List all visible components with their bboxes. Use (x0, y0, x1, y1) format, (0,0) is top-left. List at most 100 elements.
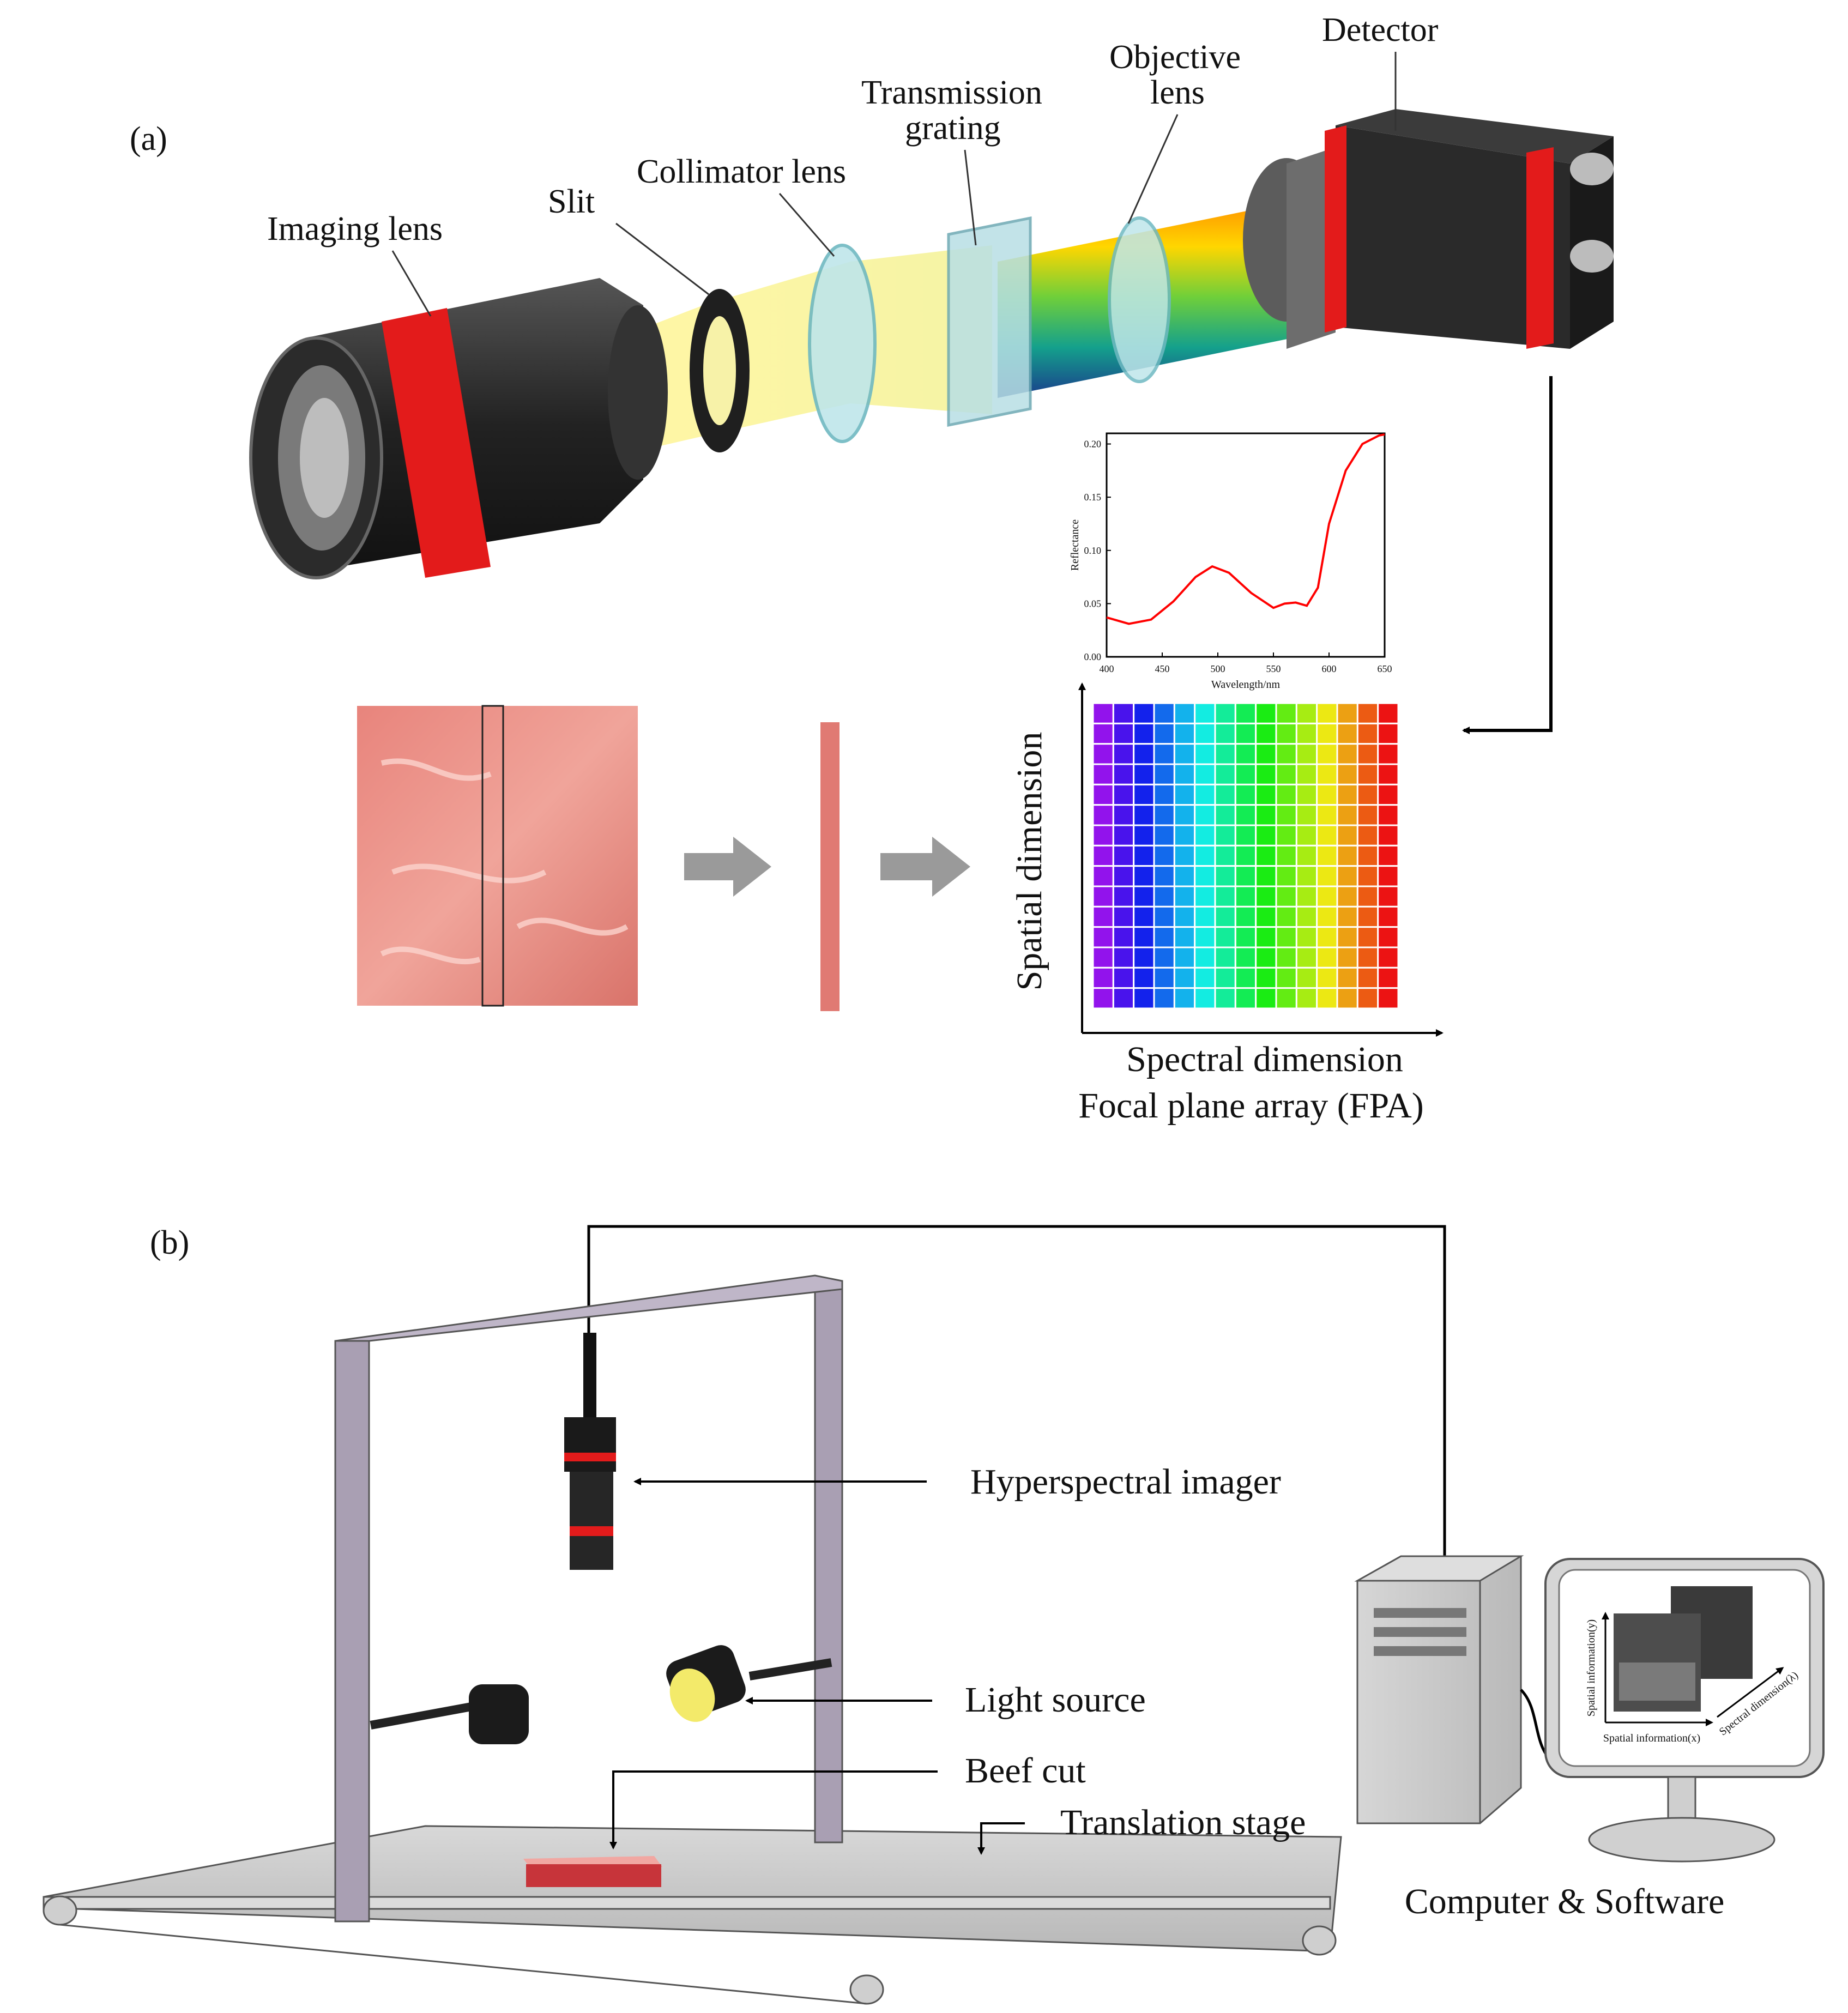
chart-y-tick-label: 0.15 (1084, 492, 1102, 503)
label-translation-stage: Translation stage (1060, 1803, 1306, 1842)
fpa-cell (1194, 783, 1216, 806)
fpa-cell (1255, 865, 1277, 887)
fpa-cell (1173, 743, 1196, 765)
fpa-cell (1255, 722, 1277, 745)
fpa-cell (1255, 926, 1277, 948)
fpa-cell (1377, 804, 1399, 826)
fpa-cell (1275, 844, 1297, 867)
reflectance-series-line (1106, 433, 1385, 625)
fpa-cell (1153, 905, 1175, 928)
fpa-cell (1092, 885, 1114, 908)
leader-objective-lens (1127, 114, 1179, 224)
fpa-cell (1255, 824, 1277, 847)
fpa-cell (1194, 885, 1216, 908)
fpa-cell (1194, 926, 1216, 948)
fpa-cell (1275, 702, 1297, 724)
fpa-cell (1194, 763, 1216, 785)
fpa-cell (1092, 763, 1114, 785)
fpa-cell (1153, 743, 1175, 765)
fpa-cell (1356, 885, 1379, 908)
fpa-cell (1214, 722, 1236, 745)
fpa-cell (1234, 946, 1257, 969)
fpa-cell (1275, 987, 1297, 1009)
beef-cut (523, 1856, 662, 1887)
fpa-cell (1377, 824, 1399, 847)
fpa-cell (1133, 946, 1155, 969)
fpa-cell (1153, 824, 1175, 847)
fpa-cell (1275, 966, 1297, 989)
fpa-cell (1295, 702, 1318, 724)
label-transmission-grating-2: grating (905, 110, 1001, 147)
chart-x-tick-label: 550 (1266, 663, 1281, 674)
fpa-cell (1295, 824, 1318, 847)
fpa-cell (1336, 783, 1358, 806)
fpa-cell (1112, 804, 1135, 826)
fpa-cell (1153, 763, 1175, 785)
label-detector: Detector (1322, 11, 1439, 49)
label-light-source: Light source (965, 1680, 1146, 1720)
fpa-cell (1295, 743, 1318, 765)
label-hyperspectral-imager: Hyperspectral imager (970, 1462, 1281, 1502)
monitor: Spatial information(y) Spatial informati… (1544, 1558, 1825, 1863)
chart-y-tick-label: 0.20 (1084, 439, 1102, 450)
fpa-cell (1214, 926, 1236, 948)
label-imaging-lens: Imaging lens (267, 210, 443, 247)
light-source-left (370, 1684, 529, 1744)
fpa-cell (1173, 783, 1196, 806)
fpa-y-label: Spatial dimension (1010, 732, 1049, 991)
chart-x-tick-label: 650 (1378, 663, 1392, 674)
fpa-cell (1214, 824, 1236, 847)
process-arrow-2 (880, 837, 970, 897)
panel-a-tag: (a) (130, 120, 167, 158)
fpa-cell (1336, 722, 1358, 745)
fpa-cell (1295, 804, 1318, 826)
fpa-cell (1356, 783, 1379, 806)
fpa-cell (1112, 885, 1135, 908)
fpa-cell (1112, 844, 1135, 867)
fpa-cell (1336, 926, 1358, 948)
fpa-cell (1356, 905, 1379, 928)
meat-sample-image (357, 706, 638, 1006)
fpa-cell (1234, 804, 1257, 826)
fpa-cell (1255, 763, 1277, 785)
fpa-cell (1275, 743, 1297, 765)
fpa-cell (1092, 722, 1114, 745)
fpa-cell (1377, 966, 1399, 989)
fpa-cell (1336, 885, 1358, 908)
fpa-cell (1234, 865, 1257, 887)
fpa-cell (1255, 702, 1277, 724)
fpa-cell (1234, 987, 1257, 1009)
fpa-cell (1316, 885, 1338, 908)
label-objective-lens-2: lens (1150, 74, 1205, 111)
chart-x-tick-label: 450 (1155, 663, 1170, 674)
label-slit: Slit (548, 183, 595, 220)
focal-plane-array (1092, 702, 1399, 1009)
fpa-cell (1214, 804, 1236, 826)
monitor-axis-x: Spatial information(x) (1603, 1732, 1700, 1744)
fpa-cell (1316, 865, 1338, 887)
fpa-cell (1112, 946, 1135, 969)
fpa-cell (1153, 885, 1175, 908)
label-beef-cut: Beef cut (965, 1751, 1086, 1791)
fpa-cell (1356, 926, 1379, 948)
fpa-cell (1214, 946, 1236, 969)
fpa-cell (1173, 966, 1196, 989)
fpa-cell (1173, 702, 1196, 724)
fpa-cell (1255, 966, 1277, 989)
chart-y-tick-label: 0.10 (1084, 545, 1102, 556)
chart-y-tick-label: 0.05 (1084, 598, 1102, 609)
fpa-cell (1112, 722, 1135, 745)
light-source-right (666, 1645, 832, 1722)
fpa-cell (1255, 987, 1277, 1009)
fpa-cell (1255, 804, 1277, 826)
fpa-cell (1356, 946, 1379, 969)
fpa-cell (1377, 885, 1399, 908)
fpa-cell (1234, 844, 1257, 867)
fpa-cell (1173, 987, 1196, 1009)
fpa-cell (1295, 987, 1318, 1009)
fpa-cell (1255, 946, 1277, 969)
fpa-cell (1153, 926, 1175, 948)
fpa-cell (1295, 844, 1318, 867)
fpa-cell (1214, 702, 1236, 724)
